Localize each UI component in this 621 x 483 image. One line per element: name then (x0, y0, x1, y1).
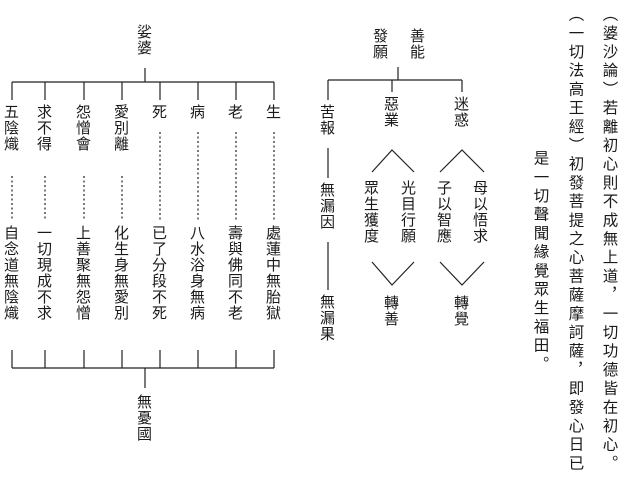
branch-top-5: 愛別離 (112, 104, 130, 152)
text-column-2: （一切法高王經）初發菩提之心菩薩摩訶薩，即發心日已 (566, 6, 585, 474)
branch-3-bottom: 無漏果 (318, 294, 336, 342)
bottom-node: 無憂國 (135, 394, 153, 442)
branch-top-1: 生 (264, 104, 282, 120)
branch-top-4: 死 (150, 104, 168, 120)
branch-1-top: 迷惑 (452, 96, 470, 128)
branch-bottom-6: 上善聚無怨憎 (74, 225, 92, 321)
branch-3-top: 苦報 (318, 104, 336, 136)
branch-3-mid: 無漏因 (318, 182, 336, 230)
right-root-col2: 發願 (371, 28, 389, 60)
branch-top-8: 五陰熾 (2, 104, 20, 152)
branch-bottom-8: 自念道無陰熾 (2, 225, 20, 321)
branch-top-7: 求不得 (35, 104, 53, 152)
branch-bottom-3: 八水浴身無病 (188, 225, 206, 321)
branch-bottom-4: 已了分段不死 (150, 225, 168, 321)
branch-2-pair-b: 眾生獲度 (362, 180, 380, 244)
branch-top-2: 老 (226, 104, 244, 120)
upper-bracket (371, 149, 415, 173)
text-column-1: （婆沙論）若離初心則不成無上道，一切功德皆在初心。 (600, 6, 619, 474)
branch-2-top: 惡業 (382, 96, 400, 128)
branch-bottom-7: 一切現成不求 (35, 225, 53, 321)
branch-top-3: 病 (188, 104, 206, 120)
branch-top-6: 怨憎會 (74, 104, 92, 152)
text-column-3: 是一切聲聞緣覺眾生福田。 (531, 150, 550, 375)
branch-2-pair-a: 光目行願 (399, 180, 417, 244)
branch-bottom-2: 壽與佛同不老 (226, 225, 244, 321)
upper-bracket (439, 149, 485, 173)
branch-bottom-1: 處蓮中無胎獄 (264, 225, 282, 321)
branch-1-pair-a: 母以悟求 (471, 180, 489, 244)
root-node: 娑婆 (135, 24, 153, 56)
branch-1-result: 轉覺 (452, 295, 470, 327)
lower-bracket (439, 261, 485, 286)
right-root-col1: 善能 (408, 28, 426, 60)
branch-2-result: 轉善 (382, 295, 400, 327)
lower-bracket (371, 261, 415, 286)
branch-1-pair-b: 子以智應 (435, 180, 453, 244)
branch-bottom-5: 化生身無愛別 (112, 225, 130, 321)
